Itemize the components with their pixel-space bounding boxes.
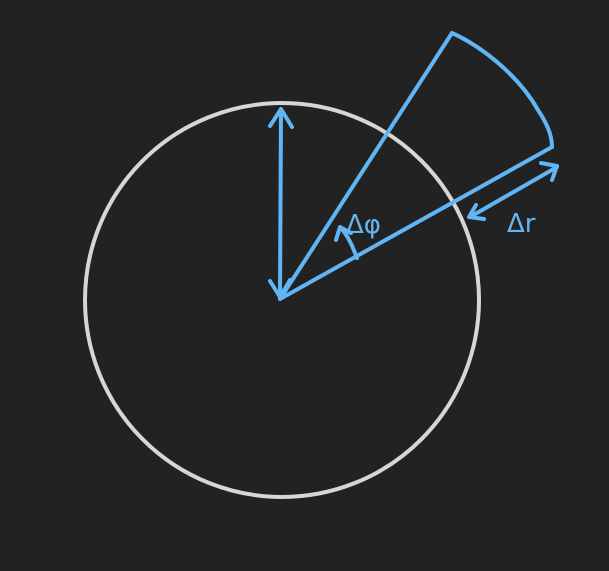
circle (83, 101, 481, 499)
radius-arrow-shaft (278, 108, 283, 298)
radius-arrow-head-top (268, 107, 294, 129)
delta-r-label: Δr (507, 209, 536, 239)
delta-r-arrow-shaft (468, 165, 559, 219)
sector-rays (278, 31, 554, 301)
sector-outer-arc (450, 31, 554, 149)
angle-arc-arrow (334, 225, 359, 260)
delta-r-arrow-head-left (467, 203, 486, 221)
delta-r-arrow (467, 161, 559, 221)
sector-ray-upper (278, 31, 454, 301)
delta-r-arrow-head-right (539, 161, 559, 182)
angle-arc-head (334, 225, 353, 242)
sector-ray-lower (278, 145, 554, 301)
angle-label: Δφ (346, 210, 381, 240)
